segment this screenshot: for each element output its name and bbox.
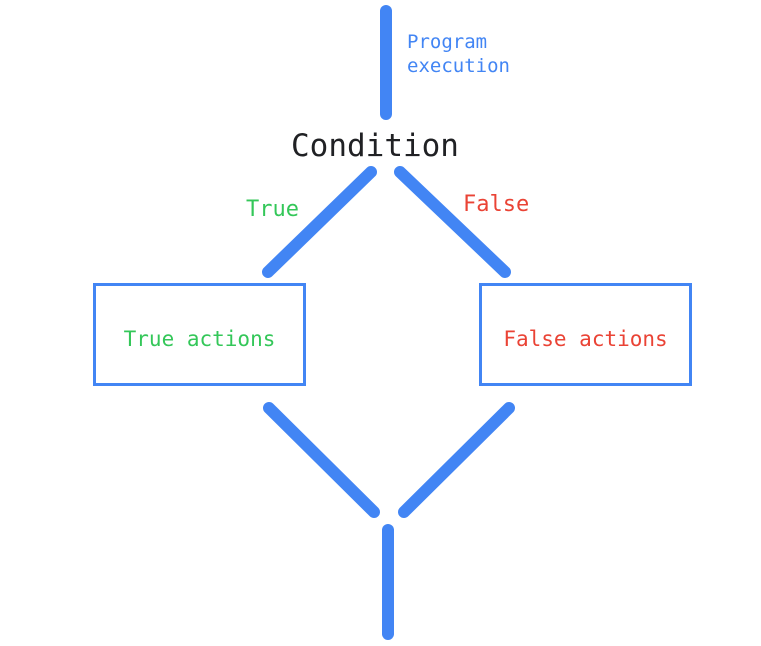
edge-condition-to-true <box>262 166 377 278</box>
true-actions-label: True actions <box>123 326 276 351</box>
program-execution-annotation: Program execution <box>407 31 510 77</box>
false-actions-box: False actions <box>479 283 692 386</box>
true-actions-box: True actions <box>93 283 306 386</box>
false-actions-label: False actions <box>503 326 668 351</box>
edge-condition-to-false <box>394 166 511 278</box>
true-edge-label: True <box>246 197 299 222</box>
edge-true-to-merge <box>263 402 380 518</box>
false-edge-label: False <box>463 192 530 217</box>
condition-node-label: Condition <box>291 128 459 164</box>
edge-false-to-merge <box>398 402 515 518</box>
